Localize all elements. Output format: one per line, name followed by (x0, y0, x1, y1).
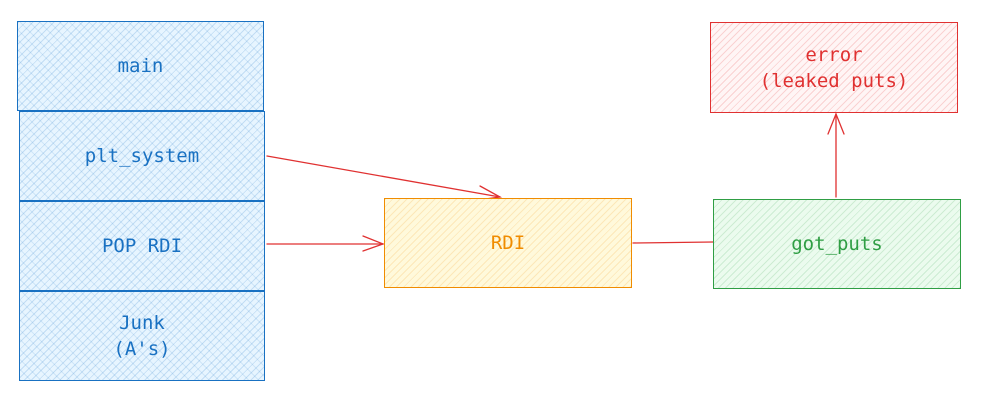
line-rdi-to-got-puts (632, 241, 714, 244)
stack-frame-main: main (17, 21, 264, 111)
arrow-pop-rdi-to-rdi (266, 235, 385, 252)
stack-frame-pop-rdi-label: POP RDI (101, 235, 183, 257)
got-puts-label: got_puts (791, 233, 883, 255)
rdi-register-label: RDI (490, 232, 526, 254)
stack-frame-plt-system-label: plt_system (84, 145, 200, 167)
stack-frame-junk-label: Junk (A's) (113, 312, 171, 360)
arrow-plt-system-to-rdi (266, 155, 503, 201)
got-puts-box: got_puts (713, 199, 961, 289)
stack-frame-plt-system: plt_system (19, 111, 265, 201)
stack-frame-main-label: main (117, 55, 164, 77)
error-leaked-puts-box: error (leaked puts) (710, 22, 958, 113)
stack-frame-junk: Junk (A's) (19, 291, 265, 381)
error-leaked-puts-label: error (leaked puts) (759, 43, 909, 92)
arrow-got-puts-to-error (827, 112, 845, 198)
rdi-register-box: RDI (384, 198, 632, 288)
stack-frame-pop-rdi: POP RDI (19, 201, 265, 291)
